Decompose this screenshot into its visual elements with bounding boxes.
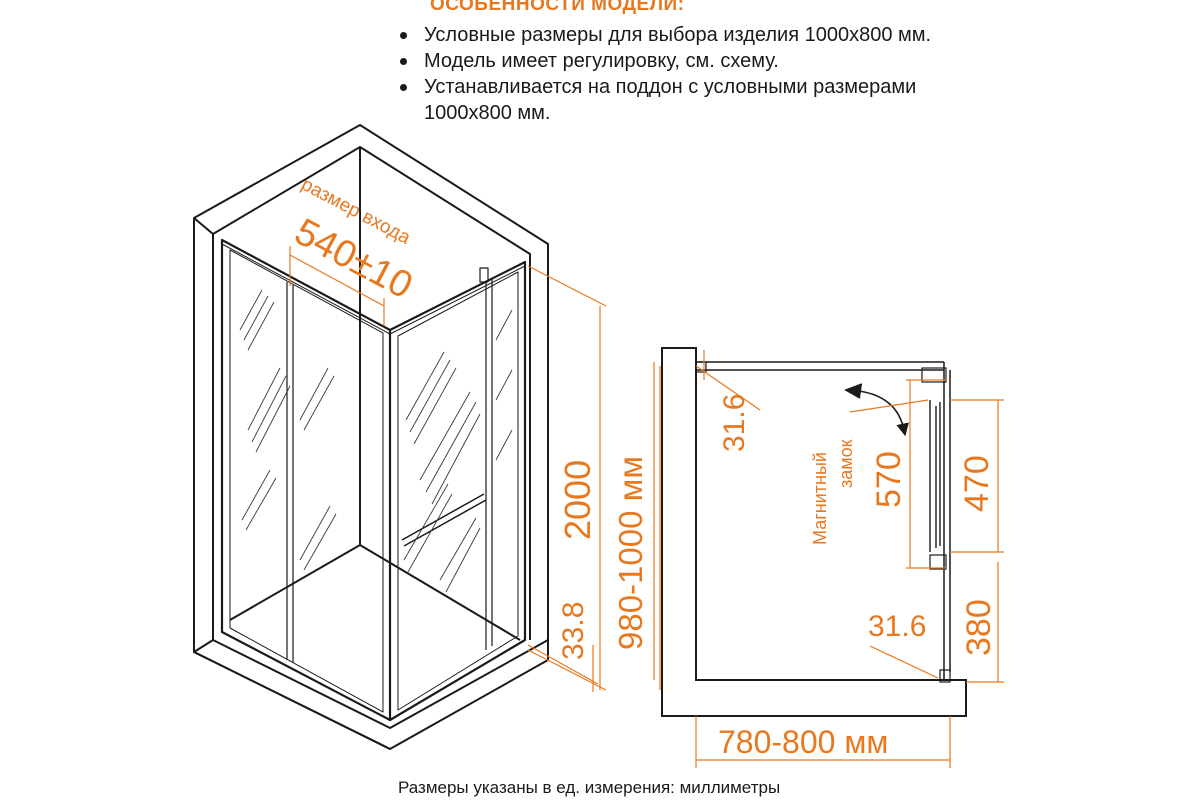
plan-dimensions (653, 350, 1004, 768)
glass-texture (239, 289, 513, 593)
plan-top-offset: 31.6 (718, 394, 751, 452)
side-frame-inner (397, 271, 519, 711)
plan-walls (661, 347, 967, 717)
front-frame-inner (229, 249, 384, 713)
plan-top-offset-ext (695, 365, 761, 411)
entrance-dim-line (289, 254, 385, 307)
side-door-split (485, 279, 493, 650)
height-value: 2000 (557, 460, 598, 540)
depth-range-value: 780-800 мм (718, 724, 888, 760)
plan-view (661, 347, 967, 717)
plan-bottom-cap (939, 669, 951, 683)
feature-text: Условные размеры для выбора изделия 1000… (424, 24, 932, 46)
lock-label-line2: замок (836, 439, 856, 488)
door-span-value: 570 (870, 451, 908, 508)
height-ext-top (527, 265, 607, 307)
floor-inner (229, 544, 521, 641)
iso-bottom-offset: 33.8 (557, 602, 590, 660)
plan-door-panel (929, 400, 941, 552)
tray-edge (193, 639, 549, 750)
features-list: Условные размеры для выбора изделия 1000… (398, 22, 931, 126)
door-panel-value: 470 (958, 455, 996, 512)
plan-bottom-offset: 31.6 (868, 610, 926, 643)
plan-bottom-offset-ext (869, 645, 939, 679)
side-top-rail (389, 265, 526, 335)
features-title: ОСОБЕННОСТИ МОДЕЛИ: (430, 0, 685, 15)
towel-bar (401, 493, 487, 547)
feature-text: Устанавливается на поддон с условными ра… (424, 76, 917, 98)
plan-top-track (696, 361, 944, 371)
front-frame-outer (220, 238, 392, 722)
bottom-ext-top (527, 644, 599, 685)
plan-right-panel (943, 362, 951, 680)
corner-handle (479, 267, 489, 283)
feature-item: Модель имеет регулировку, см. схему. (398, 48, 931, 74)
feature-text-continued: 1000x800 мм. (424, 102, 551, 124)
fixed-panel-value: 380 (960, 599, 998, 656)
wall-inner-back (212, 146, 531, 640)
iso-dimensions (289, 246, 661, 692)
plan-corner-block (921, 367, 947, 383)
footer-note: Размеры указаны в ед. измерения: миллиме… (398, 778, 781, 797)
feature-text: Модель имеет регулировку, см. схему. (424, 50, 779, 72)
wall-left-thick (193, 217, 214, 653)
front-door-split (286, 282, 294, 663)
side-frame-outer (389, 260, 527, 721)
door-swing-arrow-start (844, 383, 863, 399)
plan-top-cap (695, 361, 707, 373)
plan-lock-block (929, 554, 947, 570)
feature-item: Устанавливается на поддон с условными ра… (398, 74, 931, 126)
width-range-value: 980-1000 мм (612, 456, 649, 650)
front-top-rail (221, 243, 391, 335)
lock-label-line1: Магнитный (810, 452, 830, 545)
feature-item: Условные размеры для выбора изделия 1000… (398, 22, 931, 48)
lock-leader (849, 399, 929, 413)
